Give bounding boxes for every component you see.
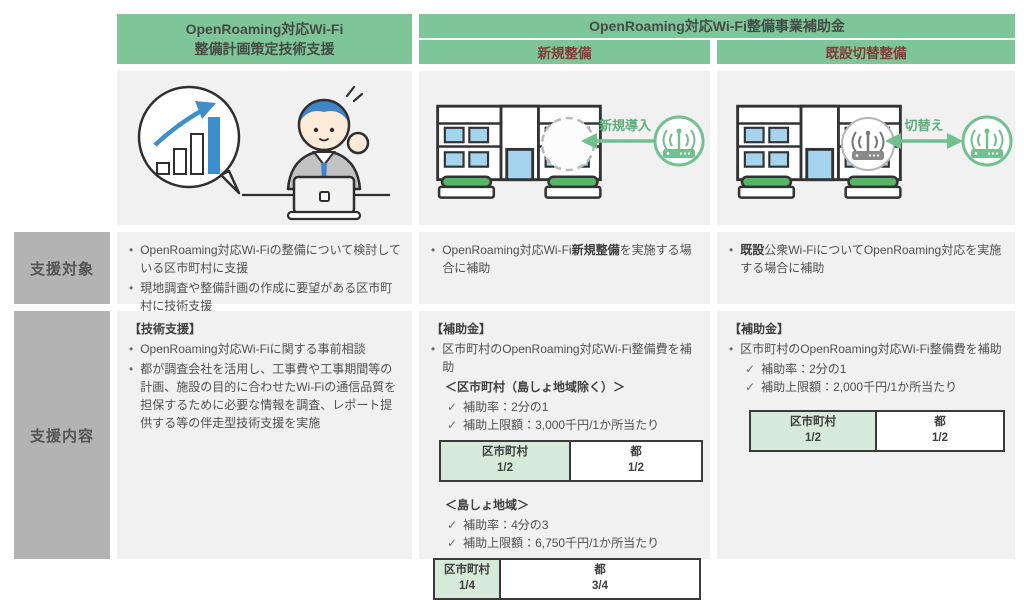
chart-speech-bubble-icon [137, 85, 241, 195]
check-icon: ✓ [745, 380, 756, 394]
subsidy-share-table-existing: 区市町村 1/2 都 1/2 [749, 410, 1005, 453]
illustration-consulting [117, 71, 412, 225]
content-plan-bullet-1: • OpenRoaming対応Wi-Fiに関する事前相談 [129, 342, 366, 356]
content-new-s2-check-2: ✓ 補助上限額：6,750千円/1か所当たり [447, 536, 660, 551]
bullet-icon: • [729, 243, 734, 257]
illustration-new-installation: 新規導入 [419, 71, 710, 225]
bullet-icon: • [129, 362, 134, 376]
placeholder-dashed-circle-icon [540, 116, 596, 172]
new-installation-illustration: 新規導入 [436, 104, 705, 199]
table-cell-metro: 都 1/2 [932, 416, 948, 444]
person-at-laptop-icon [242, 85, 390, 221]
content-existing-check-2: ✓ 補助上限額：2,000千円/1か所当たり [745, 380, 958, 394]
target-cell-new: • OpenRoaming対応Wi-Fi新規整備を実施する場合に補助 [419, 232, 710, 304]
table-cell-metro: 都 3/4 [592, 564, 608, 592]
content-existing-check-1: ✓ 補助率：2分の1 [745, 362, 847, 376]
table-cell-municipality: 区市町村 1/4 [435, 560, 501, 599]
subsidy-share-table-islands: 区市町村 1/4 都 3/4 [433, 558, 701, 600]
content-existing-bullet: • 区市町村のOpenRoaming対応Wi-Fi整備費を補助 [729, 342, 1002, 356]
header-technical-support: OpenRoaming対応Wi-Fi 整備計画策定技術支援 [117, 14, 412, 64]
layout-grid: OpenRoaming対応Wi-Fi 整備計画策定技術支援 OpenRoamin… [14, 14, 1015, 600]
switch-double-arrow-icon [885, 133, 963, 149]
target-existing-bullet: • 既設公衆Wi-FiについてOpenRoaming対応を実施する場合に補助 [729, 241, 1005, 277]
wifi-router-gray-icon [841, 117, 895, 171]
switch-arrow-label: 切替え [904, 118, 943, 133]
content-cell-plan: 【技術支援】 • OpenRoaming対応Wi-Fiに関する事前相談 • 都が… [117, 311, 412, 559]
new-install-arrow-icon [581, 133, 655, 149]
target-cell-existing: • 既設公衆Wi-FiについてOpenRoaming対応を実施する場合に補助 [717, 232, 1015, 304]
target-cell-plan: • OpenRoaming対応Wi-Fiの整備について検討している区市町村に支援… [117, 232, 412, 313]
check-icon: ✓ [745, 362, 756, 376]
header-subsidy-group: OpenRoaming対応Wi-Fi整備事業補助金 新規整備 既設切替整備 [419, 14, 1015, 64]
table-cell-municipality: 区市町村 1/2 [441, 442, 571, 481]
target-existing-rest: 公衆Wi-FiについてOpenRoaming対応を実施する場合に補助 [740, 243, 1002, 275]
new-install-arrow-label: 新規導入 [598, 118, 652, 133]
header-subsidy-title: OpenRoaming対応Wi-Fi整備事業補助金 [419, 14, 1015, 38]
content-new-s1-check-1: ✓ 補助率：2分の1 [447, 400, 549, 414]
target-plan-bullet-1: • OpenRoaming対応Wi-Fiの整備について検討している区市町村に支援 [129, 243, 401, 275]
check-icon: ✓ [447, 400, 458, 414]
row-label-target: 支援対象 [14, 232, 110, 304]
header-technical-support-line1: OpenRoaming対応Wi-Fi [185, 20, 344, 37]
target-new-bullet: • OpenRoaming対応Wi-Fi新規整備を実施する場合に補助 [431, 241, 700, 277]
content-new-s2-check-1: ✓ 補助率：4分の3 [447, 518, 549, 533]
content-new-section1-title: ＜区市町村（島しょ地域除く）＞ [445, 380, 626, 394]
content-cell-existing: 【補助金】 • 区市町村のOpenRoaming対応Wi-Fi整備費を補助 ✓ … [717, 311, 1015, 559]
bullet-icon: • [729, 342, 734, 356]
subheader-existing-switch: 既設切替整備 [717, 40, 1015, 64]
row-label-content: 支援内容 [14, 311, 110, 559]
content-existing-heading: 【補助金】 [729, 322, 790, 336]
content-new-section2-title: ＜島しょ地域＞ [445, 498, 530, 513]
subsidy-share-table-mainland: 区市町村 1/2 都 1/2 [439, 440, 703, 483]
check-icon: ✓ [447, 536, 458, 551]
content-cell-new: 【補助金】 • 区市町村のOpenRoaming対応Wi-Fi整備費を補助 ＜区… [419, 311, 710, 600]
wifi-router-green-icon [961, 115, 1013, 167]
subheader-new-installation: 新規整備 [419, 40, 710, 64]
bullet-icon: • [129, 281, 134, 295]
content-new-bullet: • 区市町村のOpenRoaming対応Wi-Fi整備費を補助 [431, 342, 692, 374]
wifi-router-green-icon [653, 115, 705, 167]
target-plan-bullet-2: • 現地調査や整備計画の作成に要望がある区市町村に技術支援 [129, 281, 393, 313]
table-cell-metro: 都 1/2 [628, 446, 644, 474]
check-icon: ✓ [447, 518, 458, 533]
target-existing-bold: 既設 [740, 243, 765, 257]
slide-page: OpenRoaming対応Wi-Fi 整備計画策定技術支援 OpenRoamin… [14, 14, 1015, 600]
check-icon: ✓ [447, 418, 458, 432]
illustration-switch: 切替え [717, 71, 1015, 225]
content-plan-bullet-2: • 都が調査会社を活用し、工事費や工事期間等の計画、施設の目的に合わせたWi-F… [129, 362, 397, 430]
target-new-prefix: OpenRoaming対応Wi-Fi [442, 243, 572, 257]
content-plan-heading: 【技術支援】 [129, 322, 202, 336]
bullet-icon: • [431, 243, 436, 257]
header-subsidy-subcolumns: 新規整備 既設切替整備 [419, 40, 1015, 64]
table-cell-municipality: 区市町村 1/2 [751, 412, 877, 451]
switch-illustration: 切替え [736, 104, 1013, 199]
content-new-s1-check-2: ✓ 補助上限額：3,000千円/1か所当たり [447, 418, 660, 432]
consultant-illustration [137, 85, 390, 221]
bullet-icon: • [431, 342, 436, 356]
target-new-bold: 新規整備 [571, 243, 620, 257]
bullet-icon: • [129, 243, 134, 257]
bullet-icon: • [129, 342, 134, 356]
target-new-suffix: を実施する場合に補助 [442, 243, 692, 275]
header-technical-support-line2: 整備計画策定技術支援 [194, 41, 335, 57]
content-new-heading: 【補助金】 [431, 322, 492, 336]
